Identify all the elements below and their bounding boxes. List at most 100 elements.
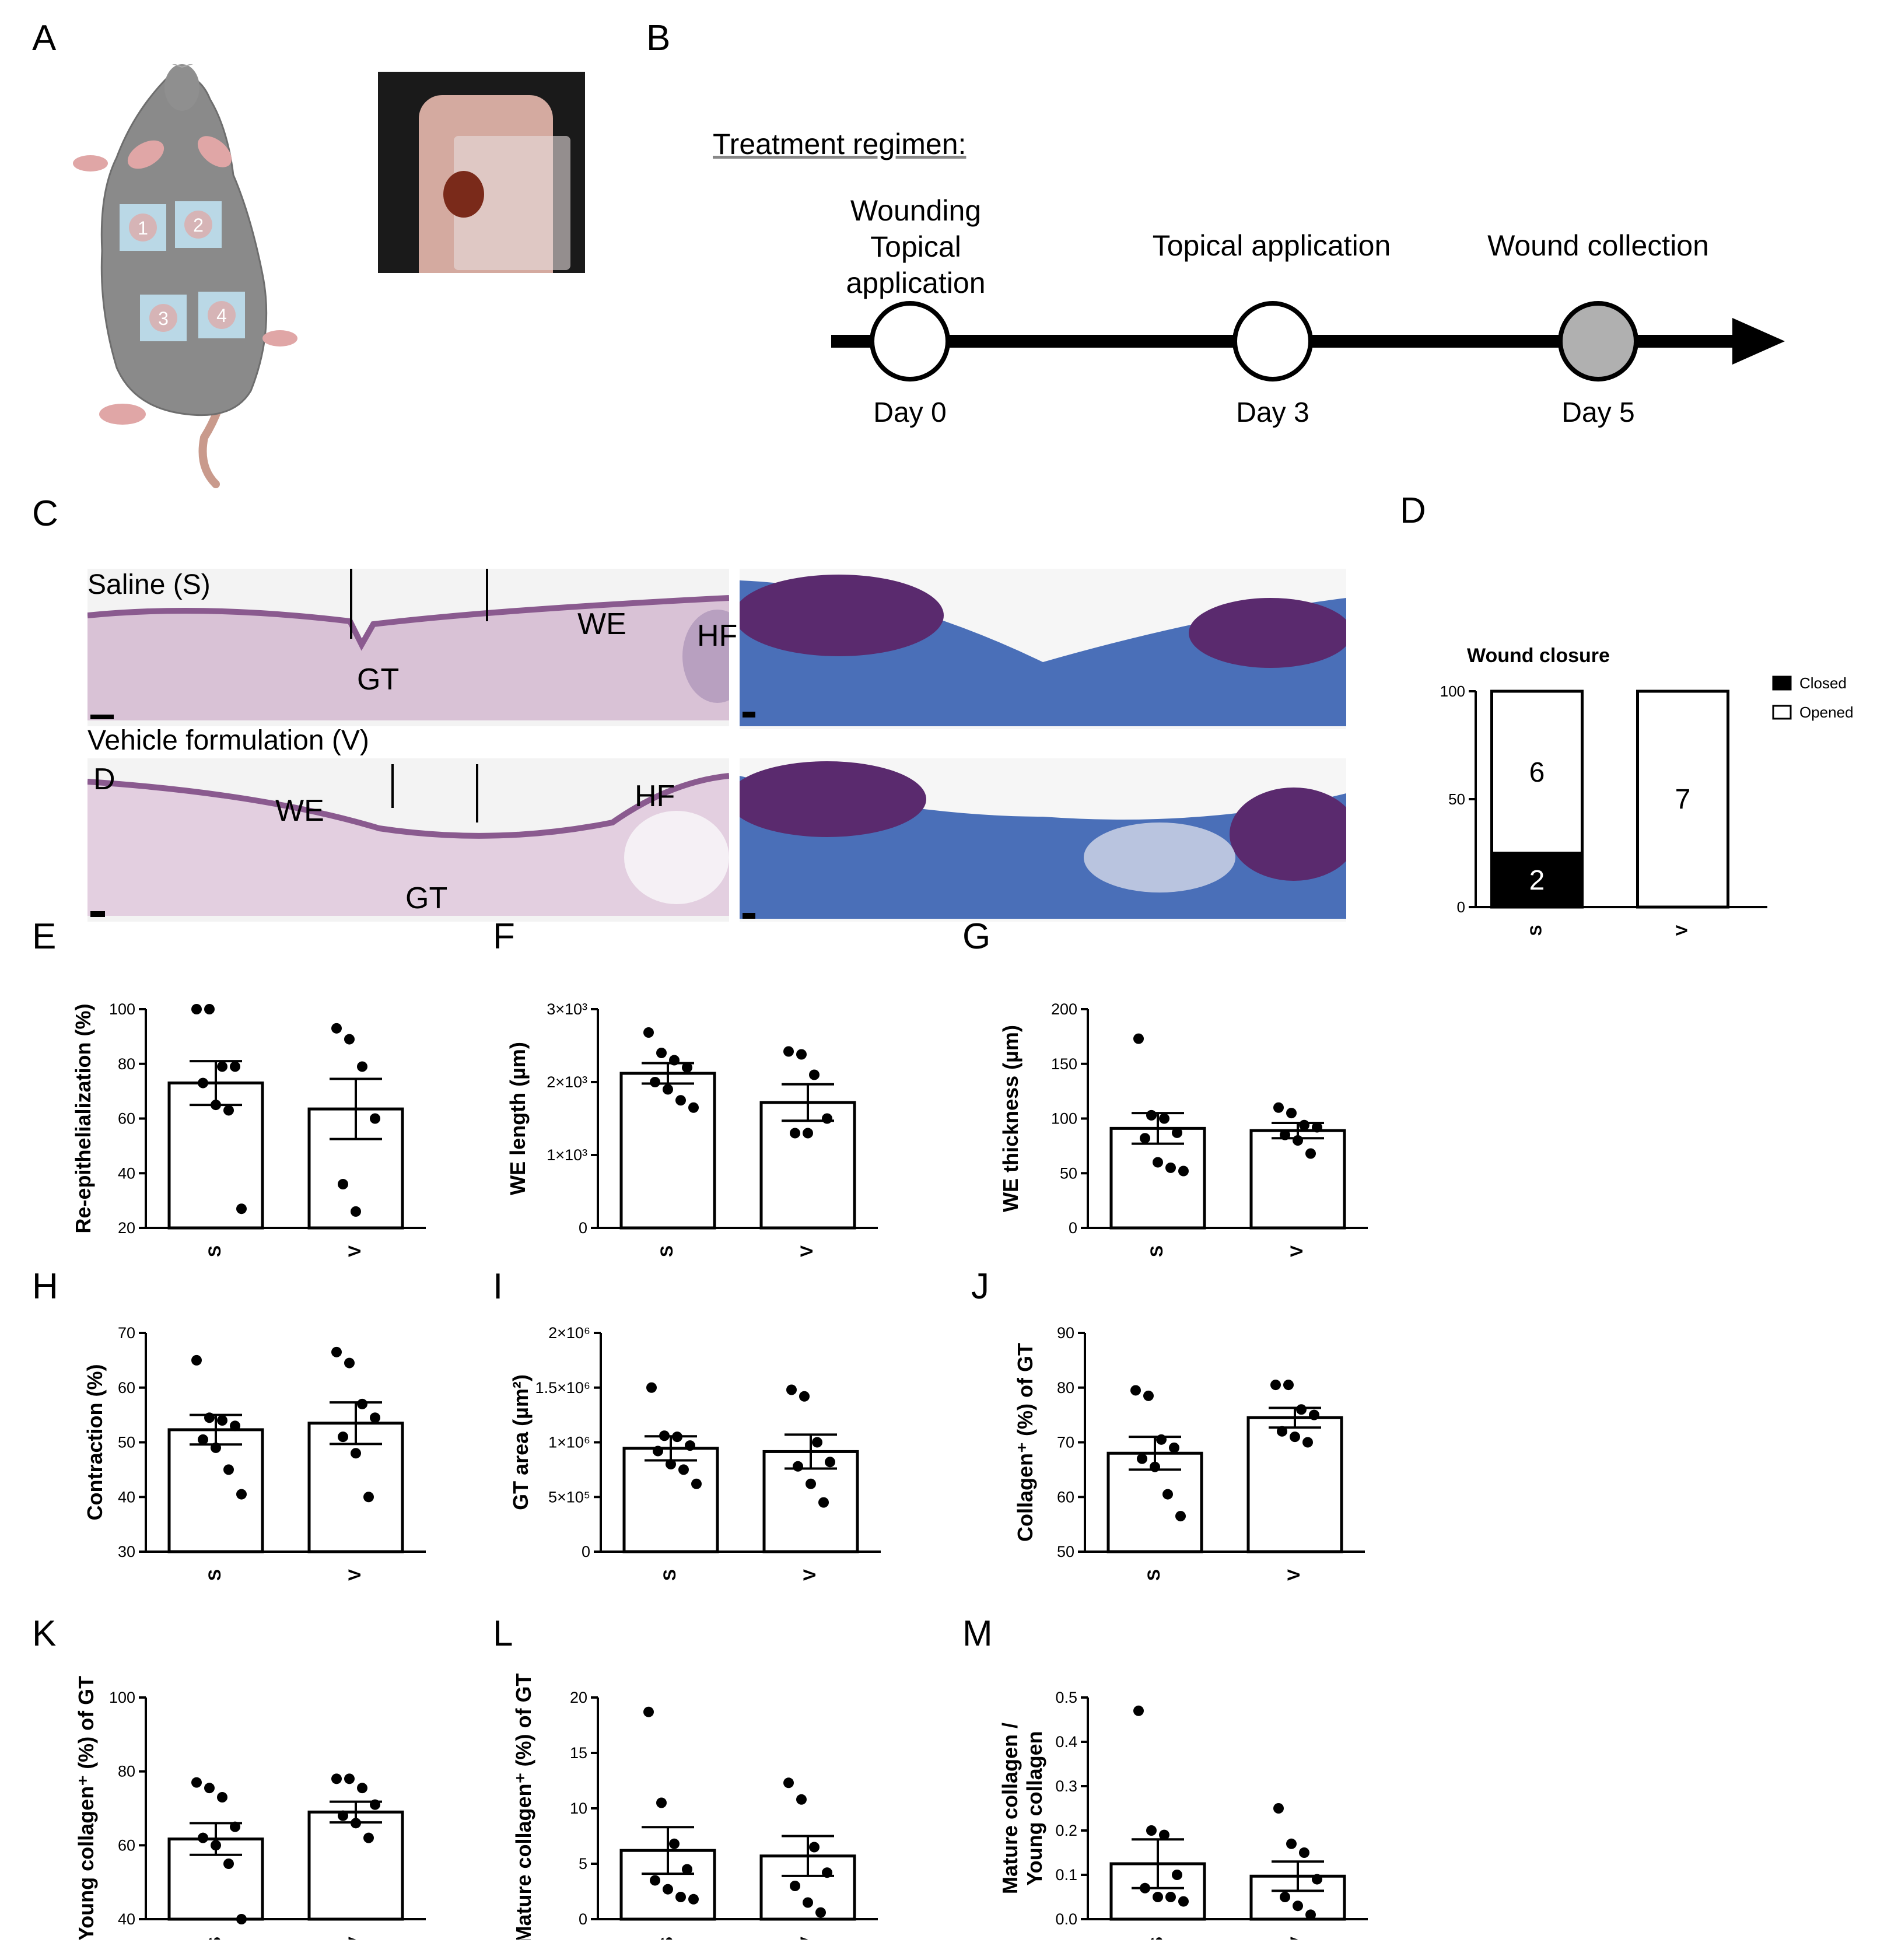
- data-point: [691, 1478, 702, 1489]
- legend-label: Opened: [1799, 704, 1854, 721]
- y-tick-label: 1×10³: [547, 1146, 587, 1164]
- he-epidermis: [87, 595, 729, 651]
- scale-bar: [90, 715, 114, 719]
- data-point: [685, 1440, 695, 1451]
- data-point: [653, 1446, 663, 1457]
- trichrome-image-saline-drawing: [740, 575, 1346, 726]
- data-point: [1280, 1892, 1290, 1902]
- he-epidermis: [87, 773, 729, 839]
- data-point: [338, 1432, 348, 1443]
- data-point: [663, 1084, 673, 1095]
- data-point: [656, 1048, 667, 1058]
- y-axis-title: Collagen⁺ (%) of GT: [1013, 1343, 1037, 1542]
- data-point: [1159, 1829, 1169, 1840]
- data-point: [1299, 1119, 1309, 1130]
- timeline-heading: Treatment regimen:: [713, 128, 966, 160]
- segment-label: 6: [1529, 757, 1545, 788]
- data-point: [331, 1023, 342, 1034]
- x-tick-label: V: [345, 1569, 365, 1581]
- timeline-day-5: Day 5: [1561, 397, 1635, 428]
- data-point: [1146, 1825, 1157, 1836]
- wound-number-1: 1: [138, 218, 148, 239]
- y-tick-label: 0.5: [1055, 1689, 1077, 1706]
- annotation-we: WE: [577, 607, 626, 641]
- y-tick-label: 100: [109, 1000, 135, 1018]
- data-point: [204, 1412, 215, 1423]
- data-point: [1172, 1127, 1182, 1138]
- panel-letter-b: B: [646, 18, 671, 58]
- y-tick-label: 100: [109, 1689, 135, 1706]
- data-point: [1293, 1901, 1303, 1912]
- data-point: [1270, 1380, 1281, 1391]
- data-point: [370, 1113, 380, 1124]
- timeline-event-1-label: Topical application: [1152, 229, 1391, 262]
- data-point: [669, 1838, 680, 1849]
- y-tick-label: 15: [570, 1744, 587, 1762]
- mouse-head: [164, 64, 199, 111]
- y-tick-label: 40: [118, 1488, 135, 1506]
- y-axis-title: WE length (µm): [506, 1042, 530, 1195]
- data-point: [223, 1859, 234, 1869]
- data-point: [1302, 1437, 1313, 1448]
- data-point: [806, 1478, 816, 1489]
- wound-4: [208, 301, 236, 329]
- y-axis-title: Re-epithelialization (%): [71, 1003, 95, 1233]
- mouse-ear-left: [127, 140, 164, 169]
- y-tick-label: 5: [579, 1855, 587, 1873]
- panel-letter-f: F: [493, 916, 515, 957]
- timeline-event-0-label: Wounding Topical application: [799, 192, 1032, 301]
- data-point: [796, 1794, 807, 1805]
- data-point: [1146, 1110, 1157, 1121]
- y-tick-label: 60: [118, 1379, 135, 1396]
- x-tick-label: V: [1284, 1569, 1304, 1581]
- data-point: [783, 1046, 794, 1057]
- y-tick-label: 40: [118, 1910, 135, 1928]
- data-point: [643, 1706, 654, 1717]
- event-label-top: Wounding: [850, 194, 982, 227]
- x-tick-label: V: [1287, 1245, 1307, 1257]
- scale-bar: [743, 712, 755, 718]
- data-point: [1280, 1129, 1290, 1140]
- mouse-whisker: [172, 64, 183, 68]
- data-point: [223, 1464, 234, 1475]
- mouse-illustration: 1 2 3 4: [73, 64, 297, 488]
- data-point: [793, 1461, 803, 1472]
- y-tick-label: 0: [582, 1543, 590, 1560]
- wound-number-4: 4: [216, 305, 227, 326]
- data-point: [351, 1448, 361, 1459]
- data-point: [204, 1004, 215, 1014]
- data-point: [338, 1179, 348, 1189]
- timeline-marker-day-0: [870, 301, 950, 382]
- chart-title: Wound closure: [1467, 645, 1610, 667]
- bar: [1249, 1129, 1346, 1230]
- data-point: [1178, 1896, 1189, 1907]
- x-tick-label: V: [345, 1245, 365, 1257]
- data-point: [1277, 1426, 1287, 1437]
- data-point: [230, 1061, 240, 1072]
- bar: [1109, 1126, 1206, 1230]
- data-point: [331, 1346, 342, 1357]
- scale-bar: [90, 911, 105, 917]
- data-point: [1293, 1135, 1303, 1146]
- data-point: [1283, 1380, 1294, 1391]
- y-tick-label: 90: [1057, 1324, 1074, 1342]
- y-tick-label: 2×10³: [547, 1073, 587, 1091]
- trichrome-image-vehicle-drawing: [740, 761, 1346, 919]
- data-point: [1305, 1909, 1316, 1920]
- data-point: [211, 1840, 221, 1851]
- data-point: [331, 1773, 342, 1784]
- segment-label: 7: [1675, 784, 1691, 815]
- data-point: [1172, 1870, 1182, 1880]
- stacked-bar-segment: [1490, 852, 1584, 909]
- data-point: [236, 1489, 247, 1500]
- y-tick-label: 50: [1448, 790, 1465, 808]
- y-tick-label: 2×10⁶: [548, 1324, 590, 1342]
- data-point: [211, 1442, 221, 1453]
- x-tick-label: S: [1144, 1569, 1164, 1581]
- data-point: [1312, 1122, 1322, 1133]
- data-point: [230, 1821, 240, 1832]
- data-point: [217, 1061, 227, 1072]
- wound-photo: [378, 72, 585, 273]
- data-point: [351, 1206, 361, 1217]
- x-tick-label: S: [1147, 1245, 1167, 1257]
